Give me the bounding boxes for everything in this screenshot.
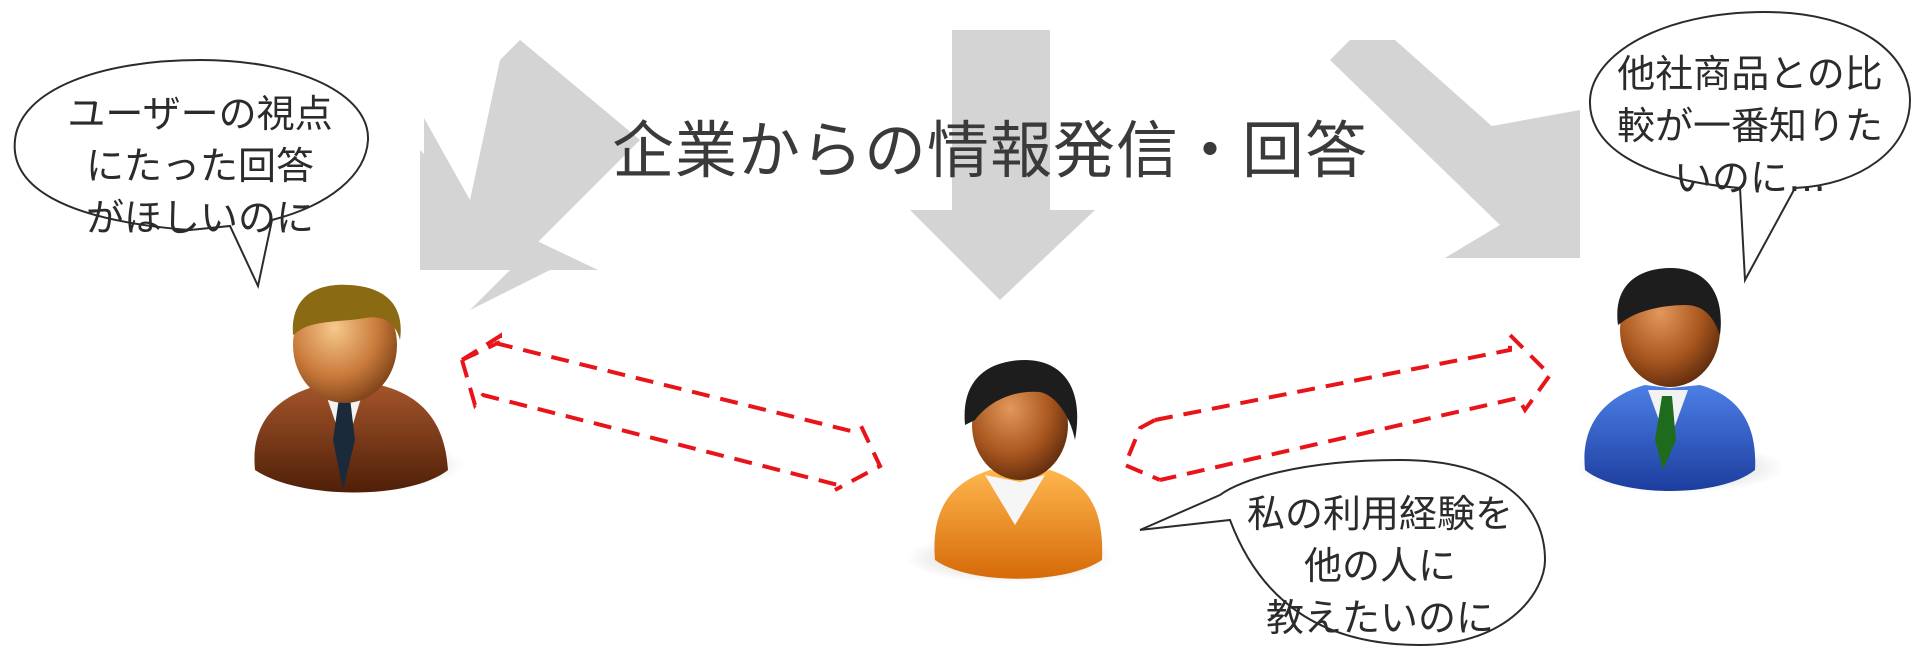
- bubble-center-line-2: 他の人に: [1303, 544, 1456, 588]
- bubble-left-line-1: ユーザーの視点: [67, 92, 333, 136]
- bubble-right-line-2: 較が一番知りた: [1616, 104, 1883, 148]
- person-center: [905, 360, 1115, 583]
- speech-bubble-left: [13, 58, 370, 290]
- dashed-arrow-center-right: [1122, 330, 1553, 482]
- bubble-right-line-3: いのに…: [1673, 156, 1826, 200]
- bubble-center-line-1: 私の利用経験を: [1246, 492, 1513, 536]
- bubble-center-line-3: 教えたいのに: [1265, 596, 1494, 640]
- arrow-top-right: [1330, 40, 1580, 258]
- dashed-arrow-left-center: [460, 332, 883, 492]
- diagram-title: 企業からの情報発信・回答: [611, 114, 1368, 187]
- person-left: [254, 284, 465, 493]
- bubble-left-line-2: にたった回答: [85, 144, 314, 188]
- arrow-top-center: [910, 30, 1095, 300]
- bubble-left-line-3: がほしいのに: [85, 196, 314, 240]
- person-right: [1575, 268, 1785, 493]
- speech-bubble-right: [1588, 10, 1912, 284]
- bubble-left-text: ユーザーの視点 にたった回答 がほしいのに: [30, 88, 370, 244]
- speech-bubble-center: [1139, 458, 1547, 647]
- bubble-right-text: 他社商品との比 較が一番知りた いのに…: [1590, 48, 1910, 204]
- bubble-right-line-1: 他社商品との比: [1617, 52, 1883, 96]
- bubble-center-text: 私の利用経験を 他の人に 教えたいのに: [1215, 488, 1545, 644]
- arrow-top-left: [420, 40, 640, 310]
